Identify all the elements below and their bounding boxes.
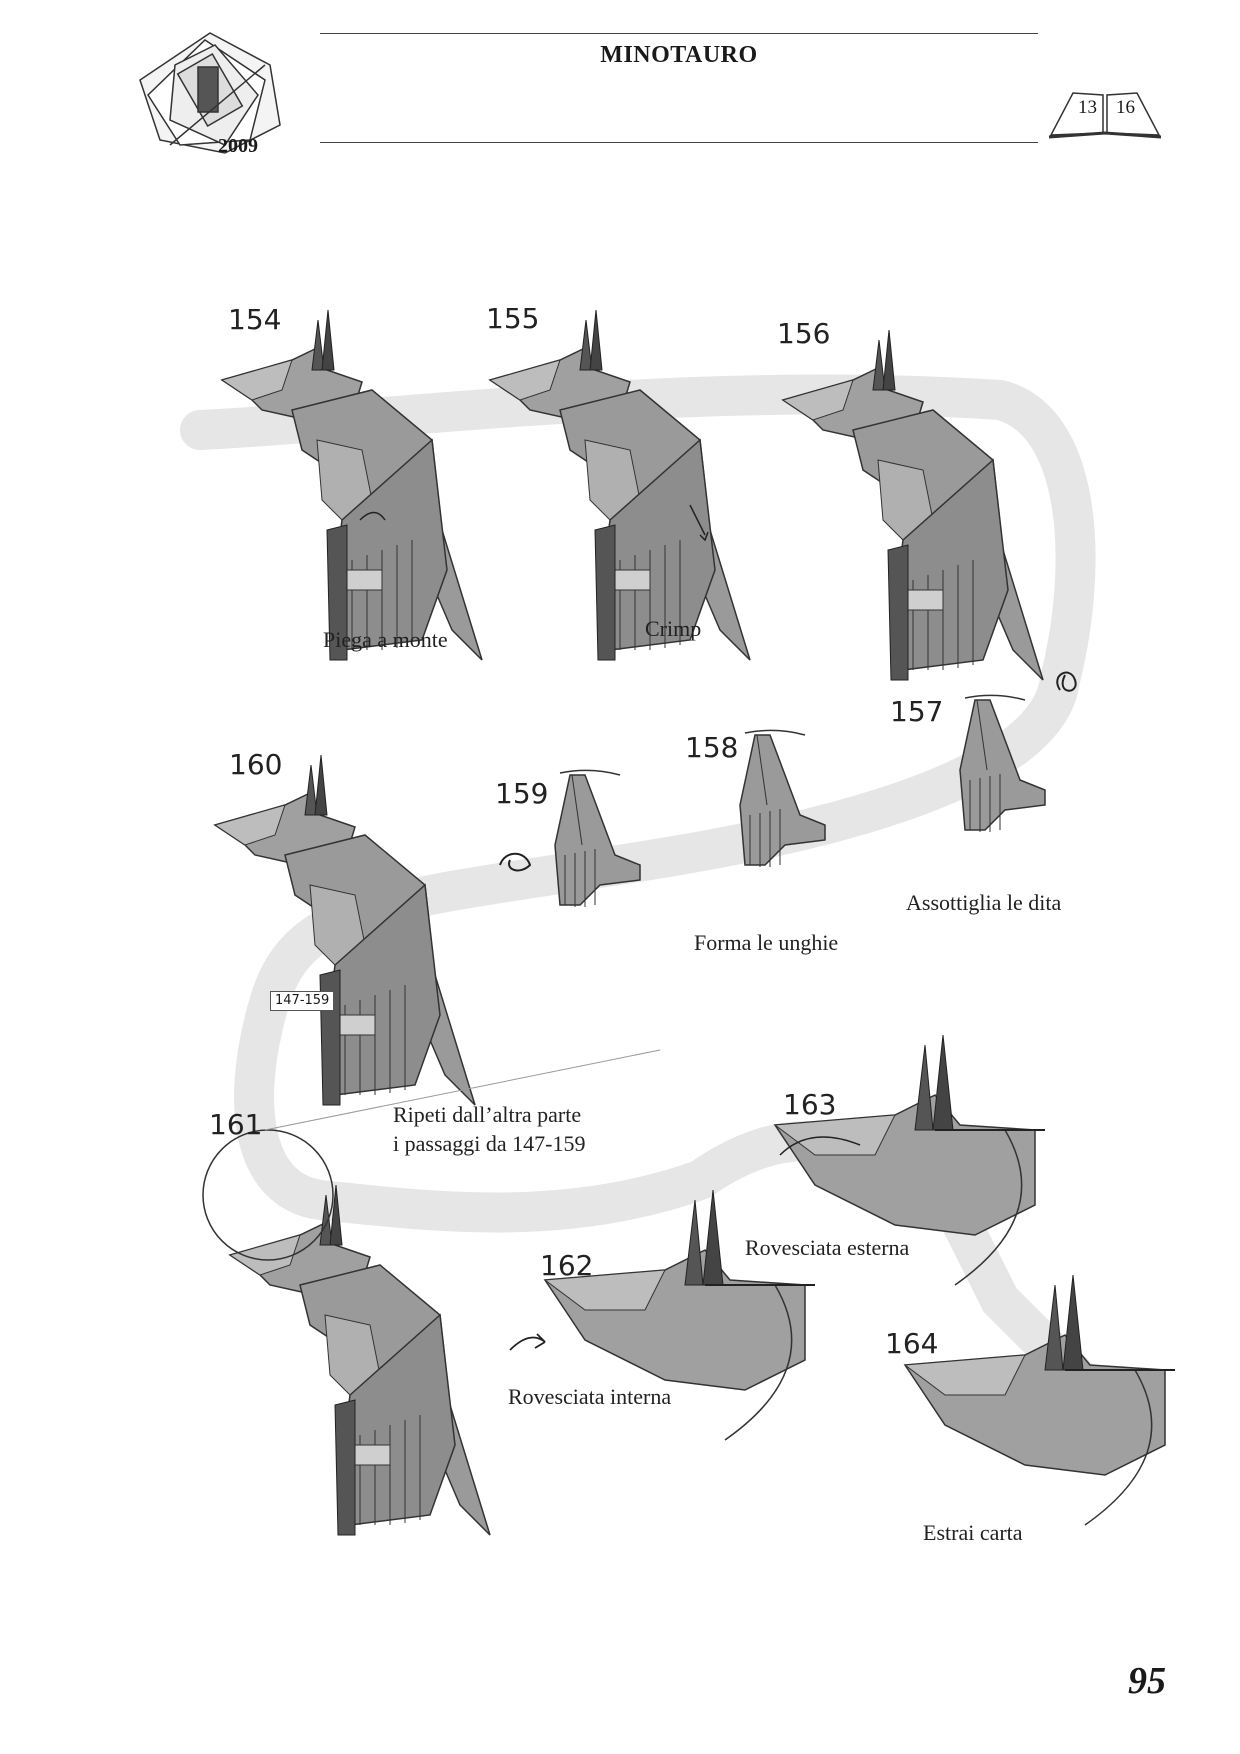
caption-157: Assottiglia le dita (906, 890, 1062, 915)
header-rule-top (320, 33, 1038, 34)
book-page-right: 16 (1116, 97, 1135, 118)
caption-160-line1: Ripeti dall’altra parte (393, 1102, 582, 1127)
step-number-162: 162 (540, 1249, 594, 1282)
book-icon (1045, 85, 1165, 140)
book-page-left: 13 (1078, 97, 1097, 118)
step-number-163: 163 (783, 1088, 837, 1121)
step-number-154: 154 (228, 303, 282, 336)
caption-164: Estrai carta (923, 1520, 1023, 1545)
page-number: 95 (1128, 1660, 1166, 1702)
step-number-164: 164 (885, 1327, 939, 1360)
step-number-159: 159 (495, 777, 549, 810)
caption-163: Rovesciata esterna (745, 1235, 910, 1261)
step-number-155: 155 (486, 302, 540, 335)
caption-155: Crimp (645, 616, 702, 641)
step-number-156: 156 (777, 317, 831, 350)
caption-162: Rovesciata interna (508, 1384, 672, 1410)
step-number-157: 157 (890, 695, 944, 728)
logo (130, 25, 290, 160)
caption-158: Forma le unghie (694, 930, 839, 955)
step-number-160: 160 (229, 748, 283, 781)
step-number-158: 158 (685, 731, 739, 764)
reference-box: 147-159 (270, 991, 335, 1011)
step-number-161: 161 (209, 1108, 263, 1141)
caption-154: Piega a monte (323, 627, 448, 652)
caption-160-line2: i passaggi da 147-159 (393, 1131, 586, 1156)
header-rule-bottom (320, 142, 1038, 143)
page-title: MINOTAURO (600, 42, 758, 68)
logo-year: 2009 (218, 135, 258, 157)
